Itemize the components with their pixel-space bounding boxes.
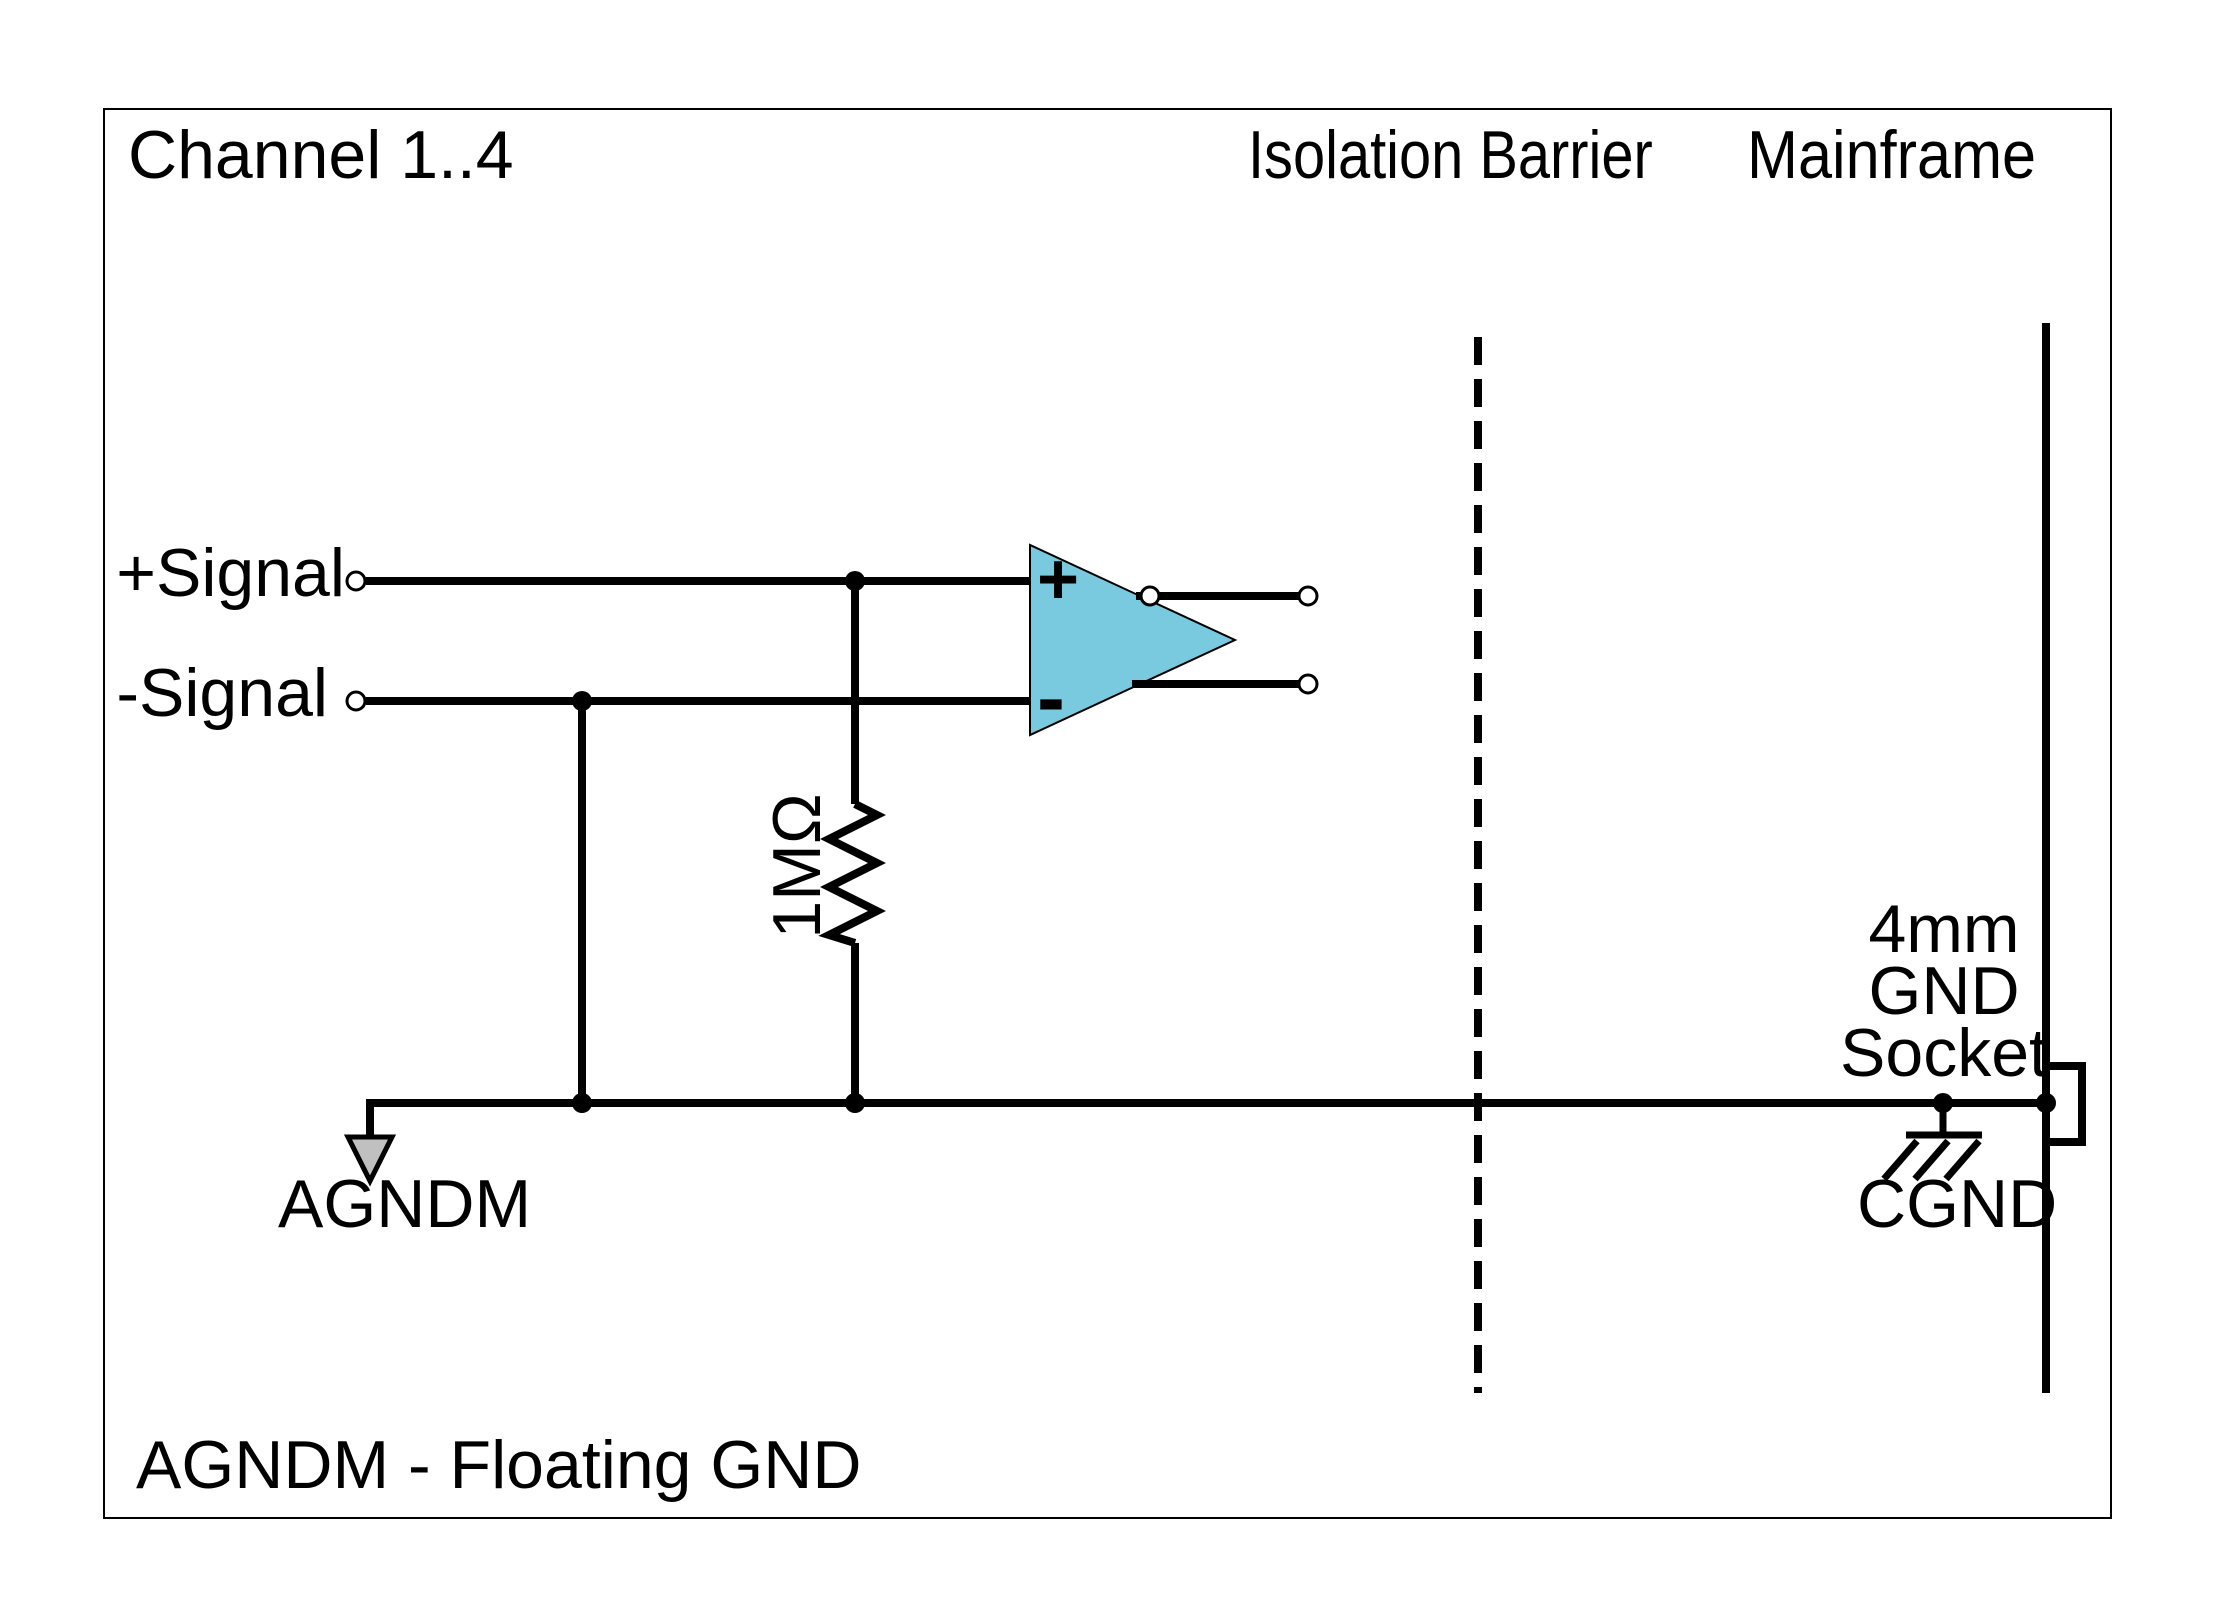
junction-dot [2036, 1093, 2056, 1113]
mainframe-label: Mainframe [1747, 117, 2037, 193]
junction-dot [845, 571, 865, 591]
junction-dot [572, 691, 592, 711]
gnd-socket-label-line: Socket [1840, 1015, 2048, 1091]
footnote-label: AGNDM - Floating GND [136, 1427, 862, 1503]
junction-dot [1933, 1093, 1953, 1113]
minus-signal-label: -Signal [116, 655, 328, 731]
gnd-socket-icon [2046, 1062, 2086, 1146]
gnd-socket-label-line: GND [1868, 953, 2020, 1029]
floating-ground-arrow-icon [343, 1134, 397, 1187]
resistor-value-label: 1MΩ [759, 793, 835, 939]
channel-title: Channel 1..4 [128, 117, 514, 193]
gnd-socket-label: 4mm GND Socket [1840, 891, 2048, 1091]
chassis-ground-hatch-icon [1943, 1138, 1982, 1182]
cgnd-label: CGND [1857, 1166, 2058, 1242]
minus-signal-terminal [345, 690, 367, 712]
agndm-label: AGNDM [278, 1166, 532, 1242]
diagram-border [103, 108, 2112, 1519]
plus-signal-label: +Signal [116, 535, 345, 611]
output-top-terminal [1297, 585, 1319, 607]
chassis-ground-hatch-icon [1881, 1138, 1920, 1182]
output-bottom-terminal [1297, 673, 1319, 695]
junction-dot [572, 1093, 592, 1113]
opamp-output-terminal [1139, 585, 1161, 607]
gnd-socket-label-line: 4mm [1868, 891, 2020, 967]
opamp-inverting-input-symbol: - [1037, 650, 1065, 745]
junction-dot [845, 1093, 865, 1113]
plus-signal-terminal [345, 570, 367, 592]
resistor-zigzag-icon [818, 800, 886, 947]
opamp-noninverting-input-symbol: + [1036, 539, 1080, 620]
chassis-ground-hatch-icon [1912, 1138, 1951, 1182]
isolation-barrier-label: Isolation Barrier [1248, 117, 1653, 193]
